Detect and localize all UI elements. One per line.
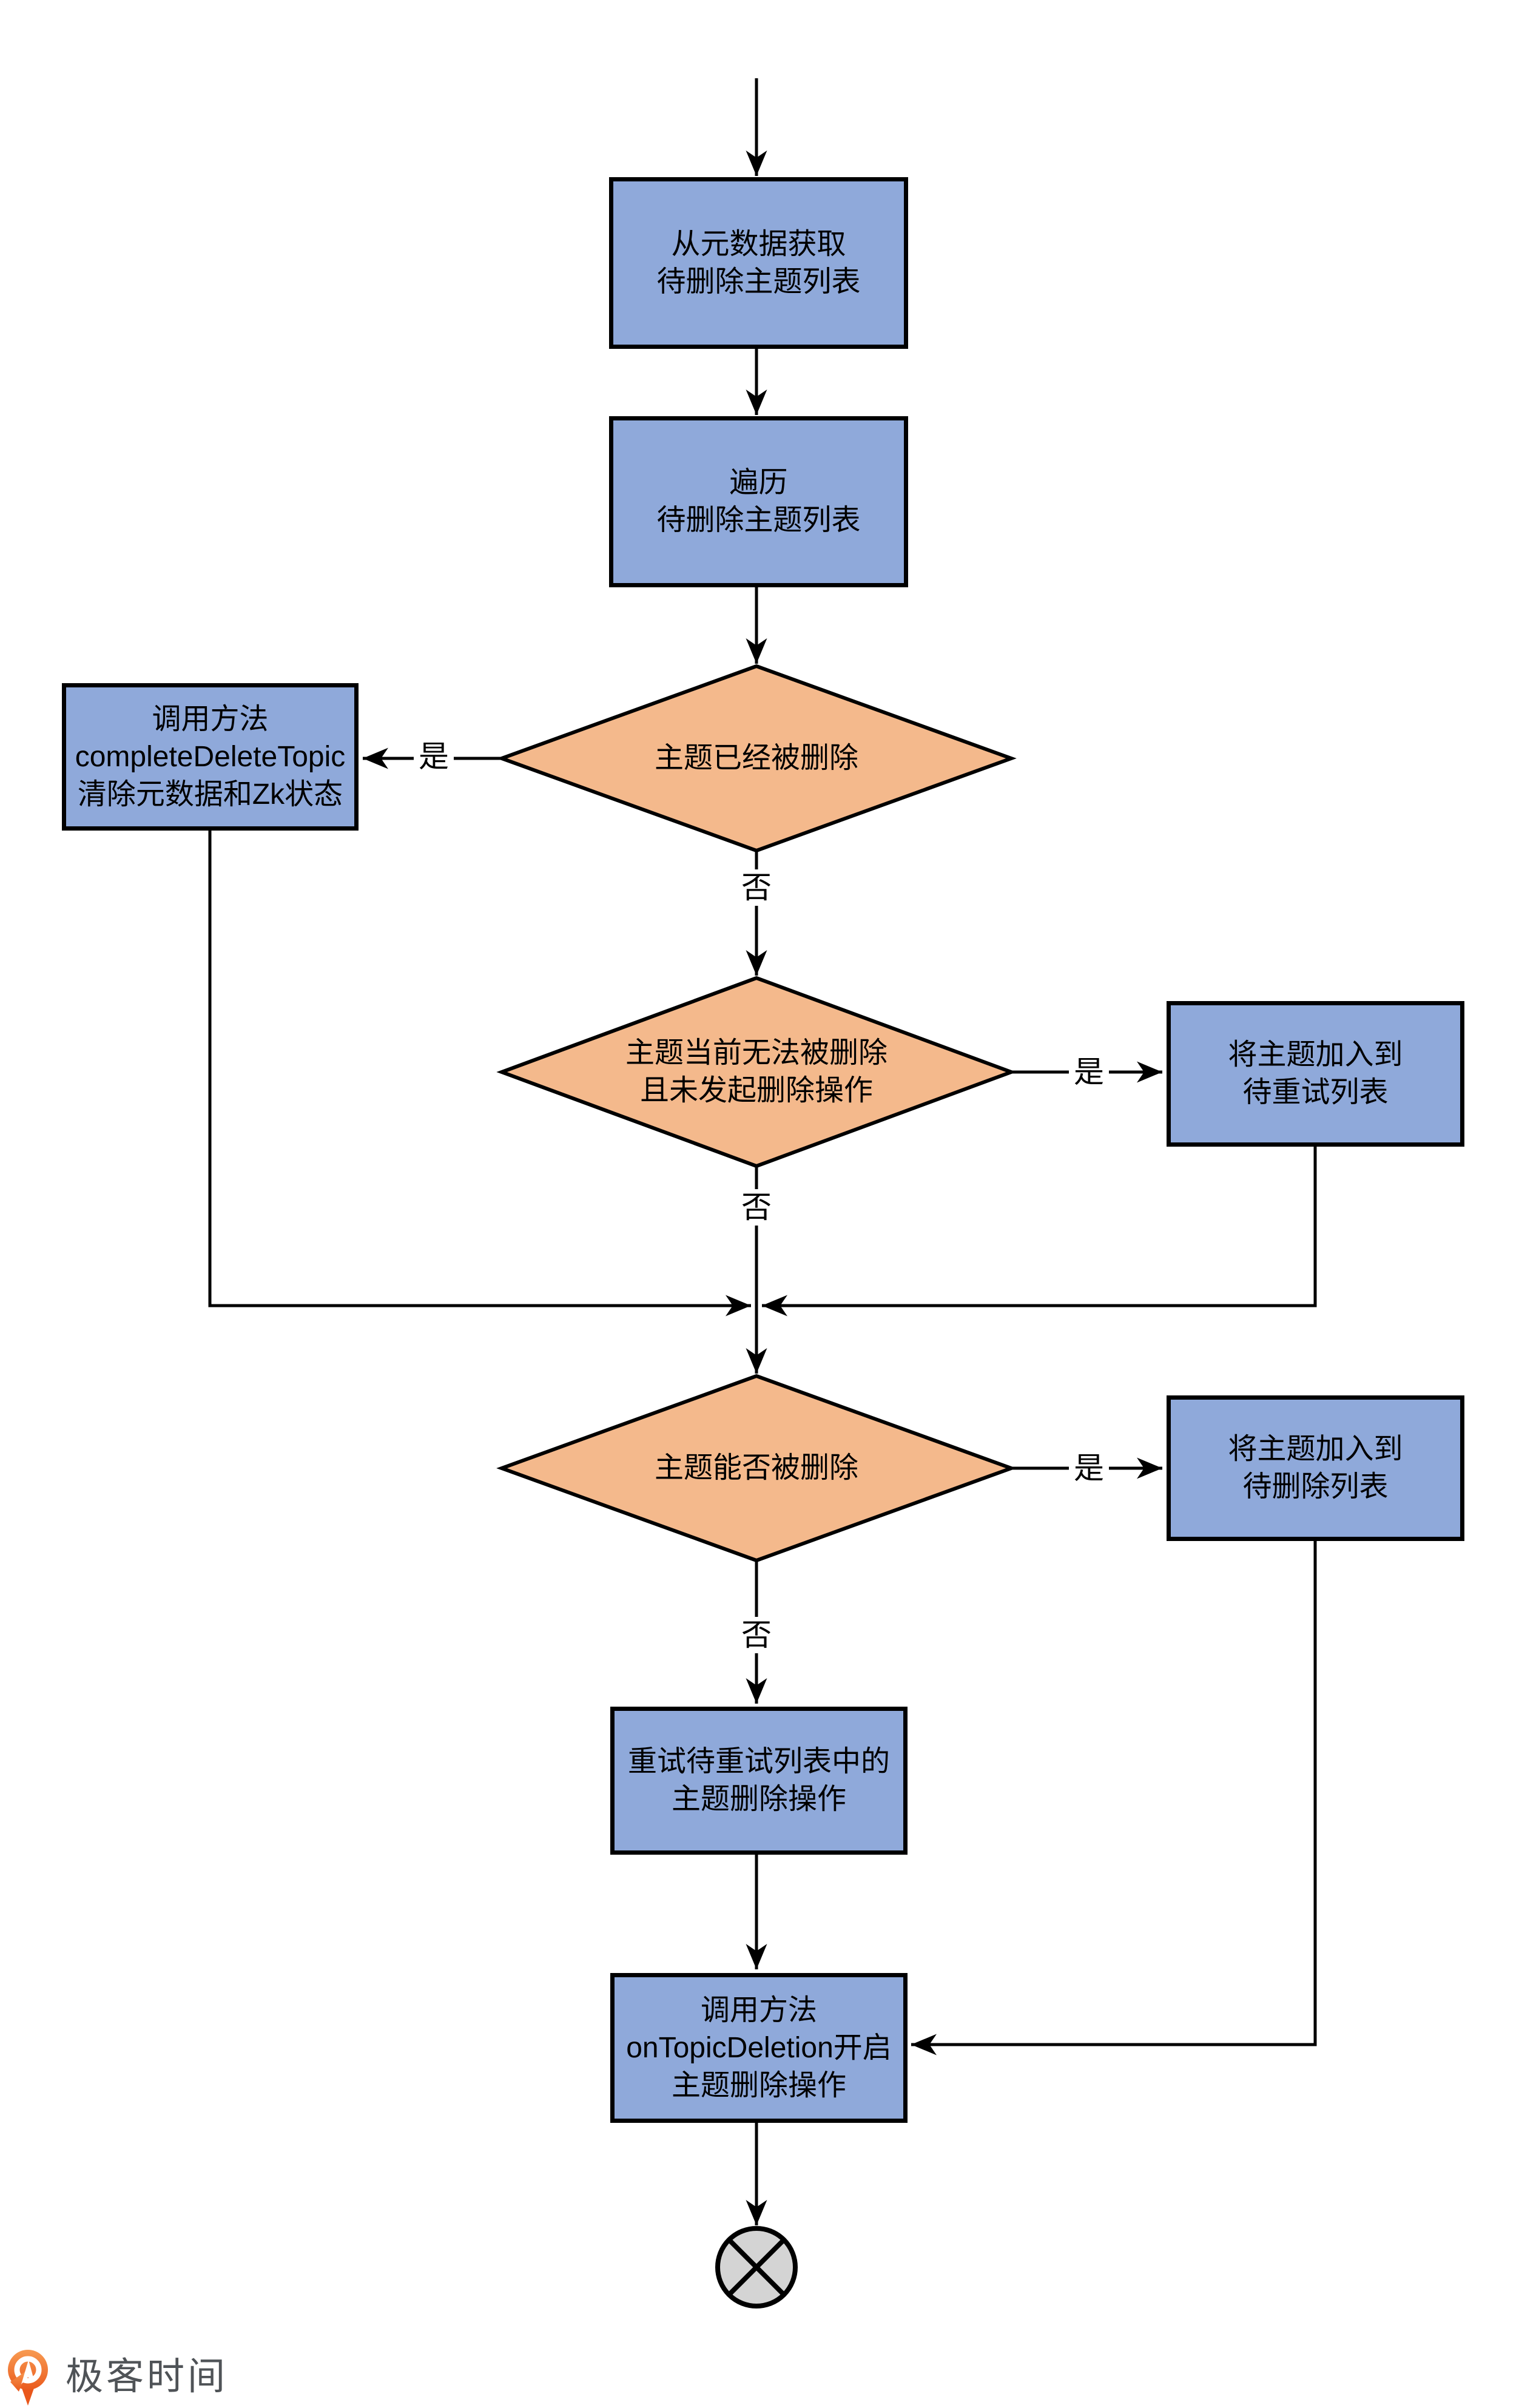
connector-addretry-to-junction — [762, 1147, 1317, 1317]
decision-label-topic-cannot-be-deleted: 主题当前无法被删除 且未发起删除操作 — [625, 1037, 887, 1107]
decision-label-topic-already-deleted: 主题已经被删除 — [654, 742, 858, 774]
node-label: 将主题加入到 待删除列表 — [1228, 1433, 1403, 1503]
process-fetch-topics-to-delete: 从元数据获取 待删除主题列表 — [609, 177, 908, 349]
end-terminator-icon — [715, 2226, 798, 2309]
brand-text: 极客时间 — [66, 2356, 229, 2398]
node-label: 从元数据获取 待删除主题列表 — [656, 228, 861, 298]
process-on-topic-deletion: 调用方法 onTopicDeletion开启 主题删除操作 — [610, 1973, 908, 2123]
decision-topic-already-deleted — [496, 664, 1017, 853]
edge-label-no-2: 否 — [736, 1189, 776, 1226]
node-label: 调用方法 completeDeleteTopic 清除元数据和Zk状态 — [75, 703, 346, 811]
node-label: 调用方法 onTopicDeletion开启 主题删除操作 — [626, 1994, 892, 2102]
process-add-to-delete-list: 将主题加入到 待删除列表 — [1167, 1395, 1464, 1541]
decision-topic-can-be-deleted — [496, 1374, 1017, 1563]
process-retry-deletion: 重试待重试列表中的 主题删除操作 — [610, 1707, 908, 1855]
node-label: 遍历 待删除主题列表 — [656, 467, 861, 536]
process-complete-delete-topic: 调用方法 completeDeleteTopic 清除元数据和Zk状态 — [62, 683, 359, 831]
node-label: 重试待重试列表中的 主题删除操作 — [627, 1745, 890, 1815]
decision-topic-cannot-be-deleted — [496, 976, 1017, 1169]
edge-label-yes-3: 是 — [1069, 1450, 1109, 1486]
edge-label-yes-1: 是 — [414, 738, 454, 775]
node-label: 将主题加入到 待重试列表 — [1228, 1039, 1403, 1108]
process-add-to-retry-list: 将主题加入到 待重试列表 — [1167, 1001, 1464, 1147]
geektime-logo: 极客时间 — [6, 2347, 228, 2407]
connector-adddelete-to-ontopicdeletion — [911, 1541, 1317, 2056]
edge-label-no-3: 否 — [736, 1617, 776, 1653]
connector-completedelete-to-junction — [208, 831, 751, 1317]
geektime-pin-icon — [8, 2350, 48, 2406]
decision-label-topic-can-be-deleted: 主题能否被删除 — [654, 1452, 858, 1484]
edge-label-no-1: 否 — [736, 869, 776, 906]
process-iterate-topic-list: 遍历 待删除主题列表 — [609, 416, 908, 587]
edge-label-yes-2: 是 — [1069, 1054, 1109, 1090]
